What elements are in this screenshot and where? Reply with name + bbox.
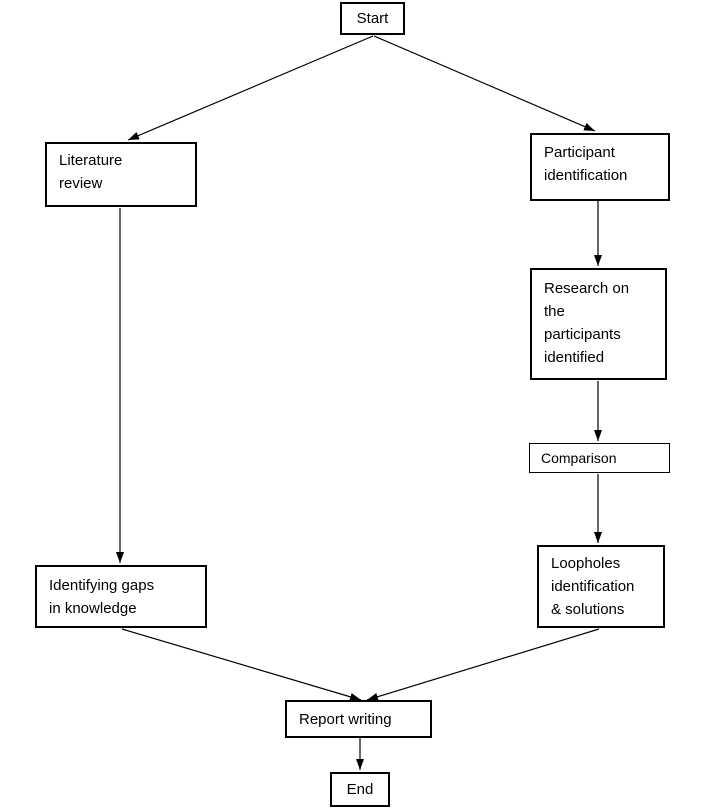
flowchart-node-report-writing: Report writing <box>285 700 432 738</box>
edge-start-to-participant-identification <box>373 35 596 132</box>
edge-loopholes-to-report-writing <box>366 628 600 701</box>
edge-start-to-literature-review <box>127 35 374 141</box>
flowchart-node-literature-review: Literature review <box>45 142 197 207</box>
flowchart-node-participant-identification: Participant identification <box>530 133 670 201</box>
flowchart-node-identifying-gaps: Identifying gaps in knowledge <box>35 565 207 628</box>
flowchart-node-comparison: Comparison <box>529 443 670 473</box>
flowchart-node-end: End <box>330 772 390 807</box>
flowchart-node-start: Start <box>340 2 405 35</box>
flowchart-node-loopholes-identification: Loopholes identification & solutions <box>537 545 665 628</box>
flowchart-node-research-on-participants: Research on the participants identified <box>530 268 667 380</box>
edge-identifying-gaps-to-report-writing <box>121 628 362 701</box>
